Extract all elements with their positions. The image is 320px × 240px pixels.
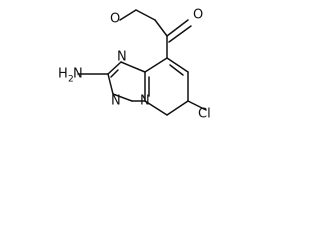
ring-n-mid-label: N	[111, 94, 121, 109]
methyl-ester-bond	[135, 9, 156, 21]
ring-bond-4	[166, 100, 189, 116]
fused-bond-2	[107, 61, 122, 75]
fused-bond-4	[112, 93, 133, 102]
chlorine-label: Cl	[198, 107, 211, 122]
fused-double-bond	[110, 69, 119, 78]
ring-n-bottom-label: N	[140, 94, 150, 109]
carbonyl-double-bond-1	[166, 19, 189, 37]
fused-bond-1	[120, 61, 146, 73]
fused-bond-3	[107, 73, 114, 95]
carbonyl-oxygen-label: O	[193, 8, 203, 23]
ester-oxygen-bond	[154, 19, 168, 37]
amine-subscript-label: 2	[68, 75, 74, 85]
amine-main-label: H	[58, 67, 68, 82]
ring-bond-3	[144, 100, 168, 116]
ester-oxygen-label: O	[110, 12, 120, 27]
ring-n-top-label: N	[117, 50, 127, 65]
ring-bond-6	[166, 57, 189, 73]
ring-bond-1	[144, 57, 168, 73]
molecule-canvas: O O H 2 N N N N Cl	[0, 0, 238, 156]
carbonyl-double-bond-2	[168, 25, 192, 43]
molecule-structure: O O H 2 N N N N Cl	[58, 8, 211, 122]
chlorine-bond	[187, 100, 207, 111]
methyl-bond	[119, 9, 137, 21]
amine-tail-label: N	[73, 67, 83, 82]
inner-double-bond-1	[169, 64, 184, 76]
